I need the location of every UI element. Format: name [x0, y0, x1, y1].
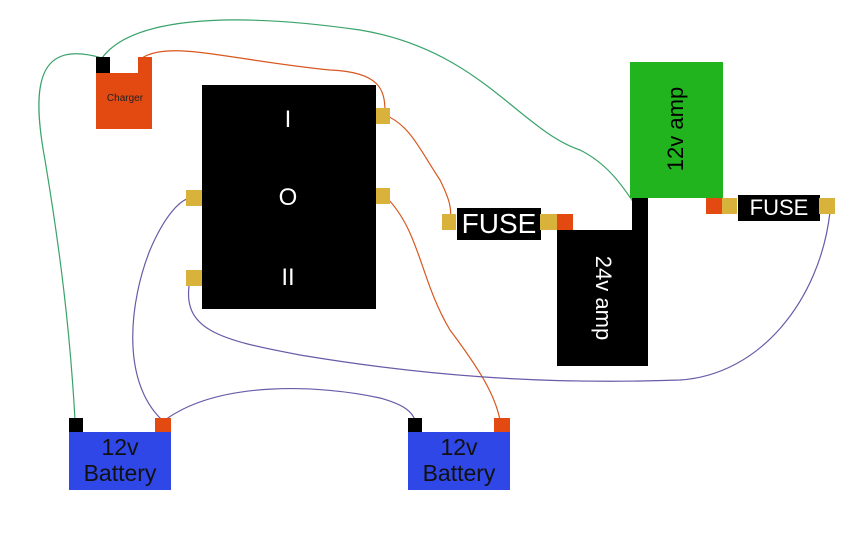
wire-red-switch-to-fuse: [384, 114, 452, 221]
switch-terminal-top-right: [376, 108, 390, 124]
switch-position-1: I: [284, 106, 292, 133]
battery-right-voltage: 12v: [440, 434, 478, 460]
battery-left-name: Battery: [83, 460, 157, 486]
amp-24v: [557, 230, 648, 366]
wire-purple-battery-link: [164, 388, 416, 421]
battery-right-name: Battery: [422, 460, 496, 486]
fuse-right: FUSE: [737, 194, 821, 222]
battery-left-voltage: 12v: [101, 434, 139, 460]
amp-24v-notch: [573, 214, 632, 230]
switch-terminal-mid-right: [376, 188, 390, 204]
battery-left: [69, 432, 171, 490]
switch-terminal-mid-left: [186, 190, 202, 206]
switch-body: [202, 85, 376, 309]
wire-green-charger-to-battery: [38, 53, 103, 421]
amp-24v-label: 24v amp: [591, 255, 616, 341]
switch-position-2: O: [278, 184, 298, 211]
battery-right-label: 12v Battery: [408, 434, 510, 486]
battery-left-pos-terminal: [155, 418, 171, 432]
amp-12v-label: 12v amp: [663, 86, 688, 172]
wire-red-charger-to-switch: [141, 50, 386, 113]
battery-right: [408, 432, 510, 490]
battery-right-neg-terminal: [408, 418, 422, 432]
battery-right-pos-terminal: [494, 418, 510, 432]
charger-neg-terminal: [96, 57, 110, 73]
amp-24v-neg-terminal: [632, 198, 648, 230]
wire-purple-battery-to-switch-mid: [132, 197, 191, 421]
wire-purple-switch-to-fuse: [188, 211, 831, 382]
fuse-right-terminal-right: [819, 198, 835, 214]
amp-12v: [630, 62, 723, 198]
fuse-left: FUSE: [456, 207, 542, 241]
fuse-left-terminal-right: [540, 214, 558, 230]
fuse-left-terminal-left: [442, 214, 458, 230]
battery-left-label: 12v Battery: [69, 434, 171, 486]
charger-notch: [110, 57, 138, 73]
charger-label: Charger: [106, 93, 144, 104]
amp-12v-pos-terminal: [706, 198, 722, 214]
amp-24v-pos-terminal: [557, 214, 573, 230]
wire-red-switch-to-battery: [384, 195, 501, 421]
fuse-right-terminal-left: [722, 198, 738, 214]
switch-terminal-bottom-left: [186, 270, 202, 286]
wire-green-charger-to-amp: [101, 19, 637, 207]
switch-position-3: II: [281, 264, 295, 291]
battery-left-neg-terminal: [69, 418, 83, 432]
